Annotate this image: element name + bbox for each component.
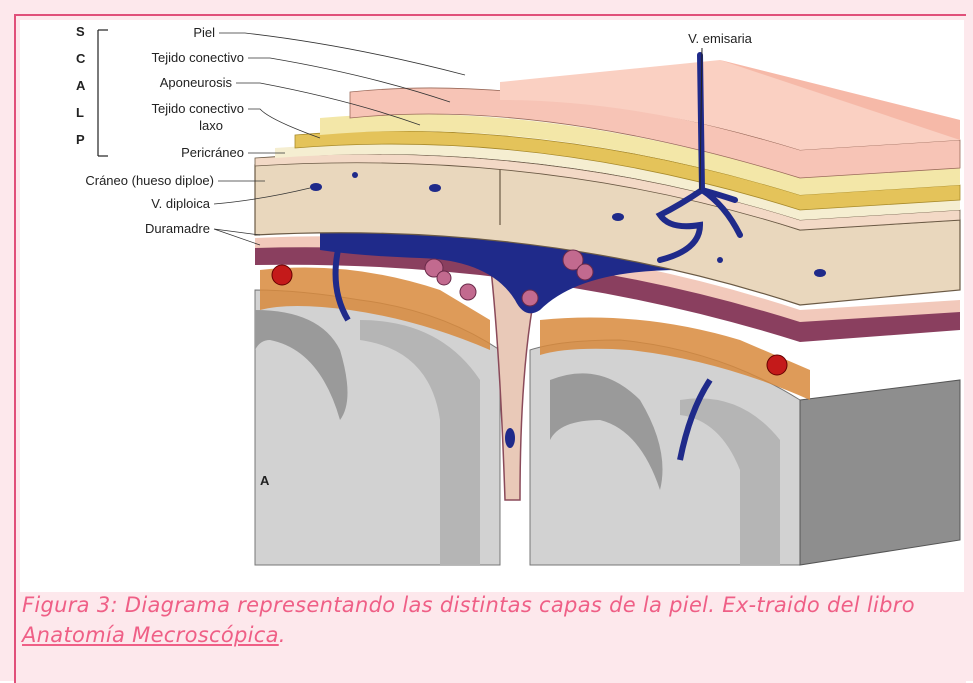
scalp-layers-diagram: S C A L P Piel Tejido conectivo Aponeuro… bbox=[20, 20, 964, 592]
scalp-letter-l: L bbox=[76, 105, 84, 120]
scalp-letter-s: S bbox=[76, 24, 85, 39]
label-pericraneo: Pericráneo bbox=[181, 145, 244, 160]
caption-book-link[interactable]: Anatomía Mecroscópica bbox=[22, 623, 279, 647]
scalp-letter-p: P bbox=[76, 132, 85, 147]
anatomy-illustration: S C A L P Piel Tejido conectivo Aponeuro… bbox=[20, 20, 964, 592]
caption-end: . bbox=[279, 623, 286, 647]
label-tejido-laxo-line2: laxo bbox=[199, 118, 223, 133]
label-craneo: Cráneo (hueso diploe) bbox=[85, 173, 214, 188]
panel-letter: A bbox=[260, 473, 270, 488]
label-piel: Piel bbox=[193, 25, 215, 40]
figure-caption: Figura 3: Diagrama representando las dis… bbox=[22, 590, 952, 650]
scalp-letter-a: A bbox=[76, 78, 86, 93]
label-duramadre: Duramadre bbox=[145, 221, 210, 236]
scalp-letter-c: C bbox=[76, 51, 86, 66]
artery-left bbox=[272, 265, 292, 285]
caption-text: Figura 3: Diagrama representando las dis… bbox=[22, 593, 915, 617]
artery-right bbox=[767, 355, 787, 375]
label-tejido-laxo-line1: Tejido conectivo bbox=[152, 101, 245, 116]
figure-panel: S C A L P Piel Tejido conectivo Aponeuro… bbox=[14, 14, 966, 683]
label-aponeurosis: Aponeurosis bbox=[160, 75, 233, 90]
label-tejido-conectivo: Tejido conectivo bbox=[152, 50, 245, 65]
label-v-emisaria: V. emisaria bbox=[688, 31, 753, 46]
label-v-diploica: V. diploica bbox=[151, 196, 211, 211]
